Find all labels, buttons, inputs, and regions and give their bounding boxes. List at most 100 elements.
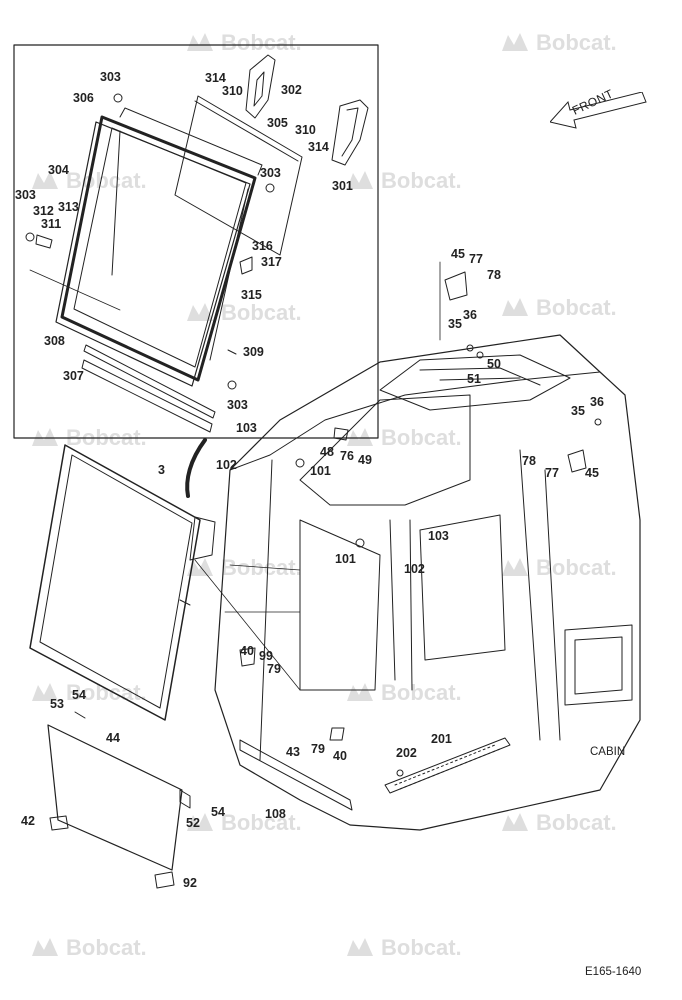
figure-id: E165-1640: [585, 966, 642, 978]
callout-303: 303: [260, 166, 281, 180]
callout-315: 315: [241, 288, 262, 302]
bobcat-watermark: Bobcat.: [30, 168, 147, 194]
callout-306: 306: [73, 91, 94, 105]
handle-301: [331, 99, 369, 166]
bobcat-logo-icon: [32, 938, 58, 956]
callout-79: 79: [267, 662, 281, 676]
callout-302: 302: [281, 83, 302, 97]
callout-309: 309: [243, 345, 264, 359]
callout-301: 301: [332, 179, 353, 193]
bobcat-logo-icon: [502, 33, 528, 51]
callout-304: 304: [48, 163, 69, 177]
callout-3: 3: [158, 463, 165, 477]
callout-101: 101: [335, 552, 356, 566]
bobcat-watermark: Bobcat.: [30, 935, 147, 961]
callout-36: 36: [463, 308, 477, 322]
callout-77: 77: [469, 252, 483, 266]
fasteners-inset: [25, 93, 275, 390]
callout-314: 314: [205, 71, 226, 85]
callout-45: 45: [451, 247, 465, 261]
callout-43: 43: [286, 745, 300, 759]
callout-307: 307: [63, 369, 84, 383]
bobcat-logo-icon: [347, 428, 373, 446]
bobcat-logo-icon: [32, 428, 58, 446]
callout-314: 314: [308, 140, 329, 154]
callout-50: 50: [487, 357, 501, 371]
callout-54: 54: [211, 805, 225, 819]
bobcat-logo-icon: [502, 558, 528, 576]
cabin-body: [214, 334, 641, 831]
callout-103: 103: [236, 421, 257, 435]
callout-76: 76: [340, 449, 354, 463]
seal-strips: [81, 344, 216, 433]
callout-54: 54: [72, 688, 86, 702]
bobcat-watermark: Bobcat.: [185, 30, 302, 56]
callout-311: 311: [41, 217, 62, 231]
bobcat-logo-icon: [32, 171, 58, 189]
callout-92: 92: [183, 876, 197, 890]
latch-302: [245, 54, 276, 119]
bobcat-watermark: Bobcat.: [500, 810, 617, 836]
bobcat-watermark: Bobcat.: [500, 30, 617, 56]
bobcat-logo-icon: [187, 33, 213, 51]
callout-303: 303: [227, 398, 248, 412]
callout-35: 35: [571, 404, 585, 418]
bobcat-logo-icon: [347, 683, 373, 701]
callout-316: 316: [252, 239, 273, 253]
callout-102: 102: [216, 458, 237, 472]
callout-312: 312: [33, 204, 54, 218]
cabin-label: CABIN: [590, 746, 626, 758]
bobcat-logo-icon: [32, 683, 58, 701]
callout-308: 308: [44, 334, 65, 348]
bobcat-watermark: Bobcat.: [500, 555, 617, 581]
callout-313: 313: [58, 200, 79, 214]
callout-36: 36: [590, 395, 604, 409]
bobcat-logo-icon: [347, 938, 373, 956]
callout-35: 35: [448, 317, 462, 331]
rear-frame: [174, 95, 303, 256]
bobcat-watermark: Bobcat.: [345, 935, 462, 961]
callout-303: 303: [100, 70, 121, 84]
bobcat-logo-icon: [187, 813, 213, 831]
callout-108: 108: [265, 807, 286, 821]
bobcat-watermark: Bobcat.: [345, 168, 462, 194]
callout-310: 310: [295, 123, 316, 137]
callout-78: 78: [522, 454, 536, 468]
bobcat-logo-icon: [502, 813, 528, 831]
callout-201: 201: [431, 732, 452, 746]
bobcat-logo-icon: [187, 303, 213, 321]
callout-45: 45: [585, 466, 599, 480]
bobcat-logo-icon: [502, 298, 528, 316]
callout-103: 103: [428, 529, 449, 543]
callout-101: 101: [310, 464, 331, 478]
bobcat-watermark: Bobcat.: [345, 425, 462, 451]
callout-53: 53: [50, 697, 64, 711]
front-direction-arrow-icon: [550, 92, 647, 129]
bobcat-watermark: Bobcat.: [30, 680, 147, 706]
callout-40: 40: [333, 749, 347, 763]
door-assembly: [29, 444, 216, 721]
callout-202: 202: [396, 746, 417, 760]
callout-99: 99: [259, 649, 273, 663]
callout-317: 317: [261, 255, 282, 269]
window-frame: [55, 107, 263, 387]
callout-102: 102: [404, 562, 425, 576]
lower-panel: [47, 724, 183, 871]
callout-49: 49: [358, 453, 372, 467]
callout-52: 52: [186, 816, 200, 830]
callout-40: 40: [240, 644, 254, 658]
detail-inset-frame: [13, 44, 379, 439]
callout-305: 305: [267, 116, 288, 130]
callout-77: 77: [545, 466, 559, 480]
callout-303: 303: [15, 188, 36, 202]
bobcat-watermark: Bobcat.: [185, 300, 302, 326]
small-parts: [49, 271, 602, 889]
inset-pointer: [185, 438, 207, 498]
callout-78: 78: [487, 268, 501, 282]
callout-48: 48: [320, 445, 334, 459]
callout-310: 310: [222, 84, 243, 98]
callout-42: 42: [21, 814, 35, 828]
bobcat-watermark: Bobcat.: [185, 810, 302, 836]
